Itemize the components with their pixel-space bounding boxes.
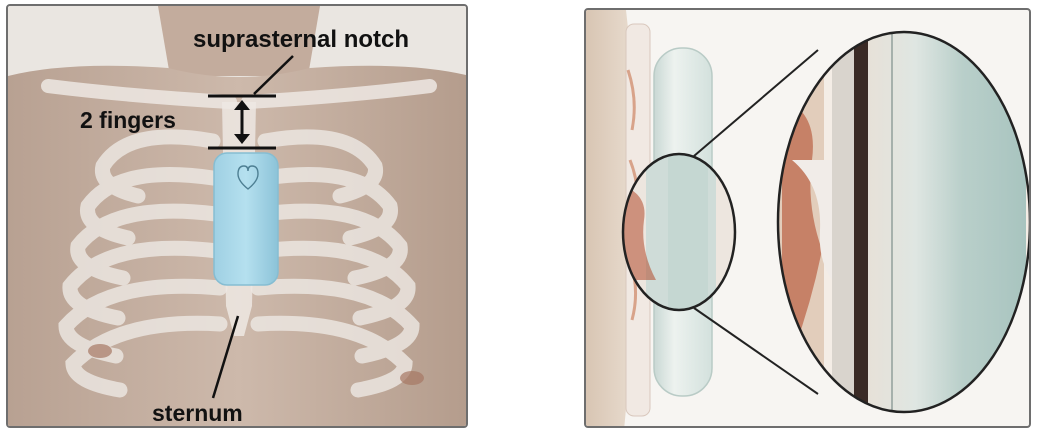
two-fingers-label: 2 fingers — [80, 109, 176, 132]
device-patch — [214, 153, 278, 285]
chest-illustration — [8, 6, 468, 428]
placement-panel: suprasternal notch 2 fingers sternum — [6, 4, 468, 428]
profile-illustration — [586, 10, 1031, 428]
profile-panel — [584, 8, 1031, 428]
suprasternal-notch-label: suprasternal notch — [193, 28, 409, 52]
sternum-label: sternum — [152, 402, 243, 425]
